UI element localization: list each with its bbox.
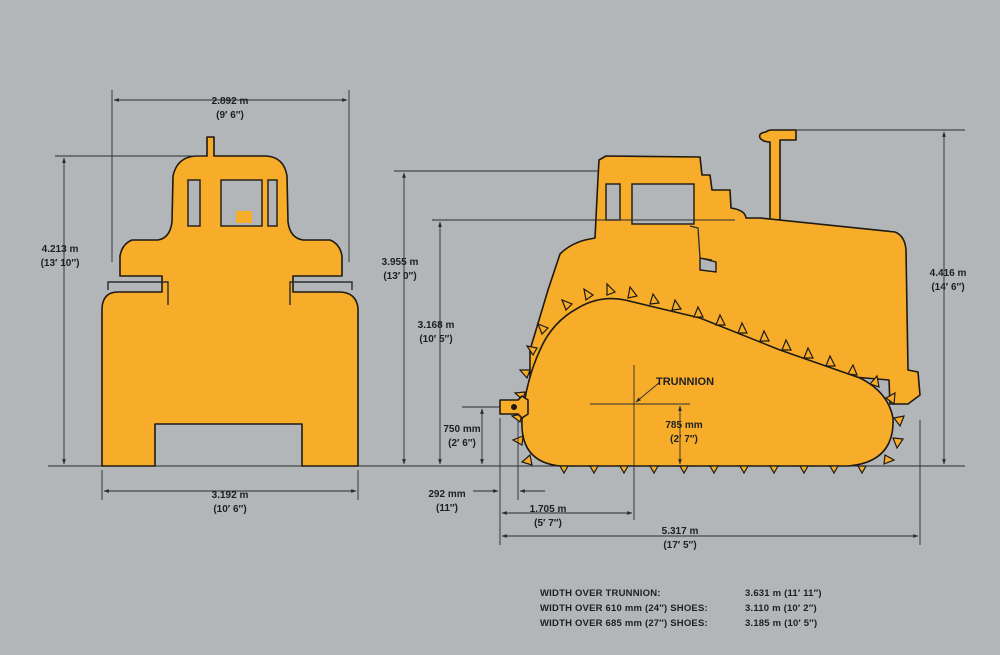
trunnion-height-dimension: 750 mm (2′ 6″) — [443, 406, 500, 465]
front-offset-ft: (11″) — [436, 503, 458, 514]
hood-height-m: 3.168 m — [418, 320, 455, 331]
front-top-width-dimension: 2.892 m (9′ 6″) — [111, 90, 350, 262]
side-view-dozer — [499, 129, 921, 475]
side-track-grousers — [510, 282, 905, 475]
side-trunnion-hole — [511, 404, 517, 410]
side-track-assembly — [521, 297, 894, 467]
trunnion-to-center-dimension: 1.705 m (5′ 7″) — [501, 470, 635, 529]
front-height-ft: (13′ 10″) — [41, 258, 80, 269]
cab-height-m: 3.955 m — [382, 257, 419, 268]
spec-value-685-shoes: 3.185 m (10′ 5″) — [745, 618, 817, 629]
side-exhaust-stack — [758, 129, 797, 226]
cab-height-ft: (13′ 0″) — [383, 271, 416, 282]
side-dozer-body — [529, 155, 921, 411]
idler-height-ft: (2′ 7″) — [670, 434, 698, 445]
front-height-dimension: 4.213 m (13′ 10″) — [41, 155, 205, 465]
overall-length-dimension: 5.317 m (17′ 5″) — [501, 420, 921, 551]
spec-label-trunnion: WIDTH OVER TRUNNION: — [540, 588, 661, 599]
side-cab-window-front — [631, 183, 695, 225]
side-cab-window-rear — [605, 183, 621, 221]
overall-length-ft: (17′ 5″) — [663, 540, 696, 551]
trunnion-height-m: 750 mm — [443, 424, 480, 435]
trunnion-label: TRUNNION — [656, 376, 714, 388]
front-height-m: 4.213 m — [42, 244, 79, 255]
front-track-guard-right — [289, 281, 353, 305]
spec-value-trunnion: 3.631 m (11′ 11″) — [745, 588, 822, 599]
cab-height-dimension: 3.955 m (13′ 0″) — [382, 170, 598, 465]
idler-height-m: 785 mm — [665, 420, 702, 431]
front-bottom-width-ft: (10′ 6″) — [213, 504, 246, 515]
front-bottom-width-m: 3.192 m — [212, 490, 249, 501]
front-offset-dimension: 292 mm (11″) — [428, 418, 545, 545]
trunnion-height-ft: (2′ 6″) — [448, 438, 476, 449]
spec-value-610-shoes: 3.110 m (10′ 2″) — [745, 603, 817, 614]
front-view-dozer — [101, 136, 359, 467]
trunnion-to-center-m: 1.705 m — [530, 504, 567, 515]
width-specs-table: WIDTH OVER TRUNNION: 3.631 m (11′ 11″) W… — [540, 588, 822, 629]
spec-label-685-shoes: WIDTH OVER 685 mm (27″) SHOES: — [540, 618, 708, 629]
overall-length-m: 5.317 m — [662, 526, 699, 537]
front-cab-window-right — [267, 179, 278, 227]
spec-label-610-shoes: WIDTH OVER 610 mm (24″) SHOES: — [540, 603, 708, 614]
front-dozer-body — [101, 136, 359, 467]
side-lift-cylinder — [699, 257, 717, 273]
hood-height-ft: (10′ 5″) — [419, 334, 452, 345]
idler-center-marker: TRUNNION — [590, 365, 714, 470]
stack-height-dimension: 4.416 m (14′ 6″) — [796, 129, 967, 465]
front-offset-m: 292 mm — [428, 489, 465, 500]
front-top-width-ft: (9′ 6″) — [216, 110, 244, 121]
stack-height-ft: (14′ 6″) — [931, 282, 964, 293]
stack-height-m: 4.416 m — [930, 268, 967, 279]
front-top-width-m: 2.892 m — [212, 96, 249, 107]
trunnion-to-center-ft: (5′ 7″) — [534, 518, 562, 529]
front-bottom-width-dimension: 3.192 m (10′ 6″) — [101, 470, 359, 515]
hood-height-dimension: 3.168 m (10′ 5″) — [418, 219, 735, 465]
idler-height-dimension: 785 mm (2′ 7″) — [665, 405, 703, 465]
front-cab-window-left — [187, 179, 201, 227]
front-operator-seat — [236, 211, 252, 223]
front-track-guard-left — [107, 281, 169, 305]
